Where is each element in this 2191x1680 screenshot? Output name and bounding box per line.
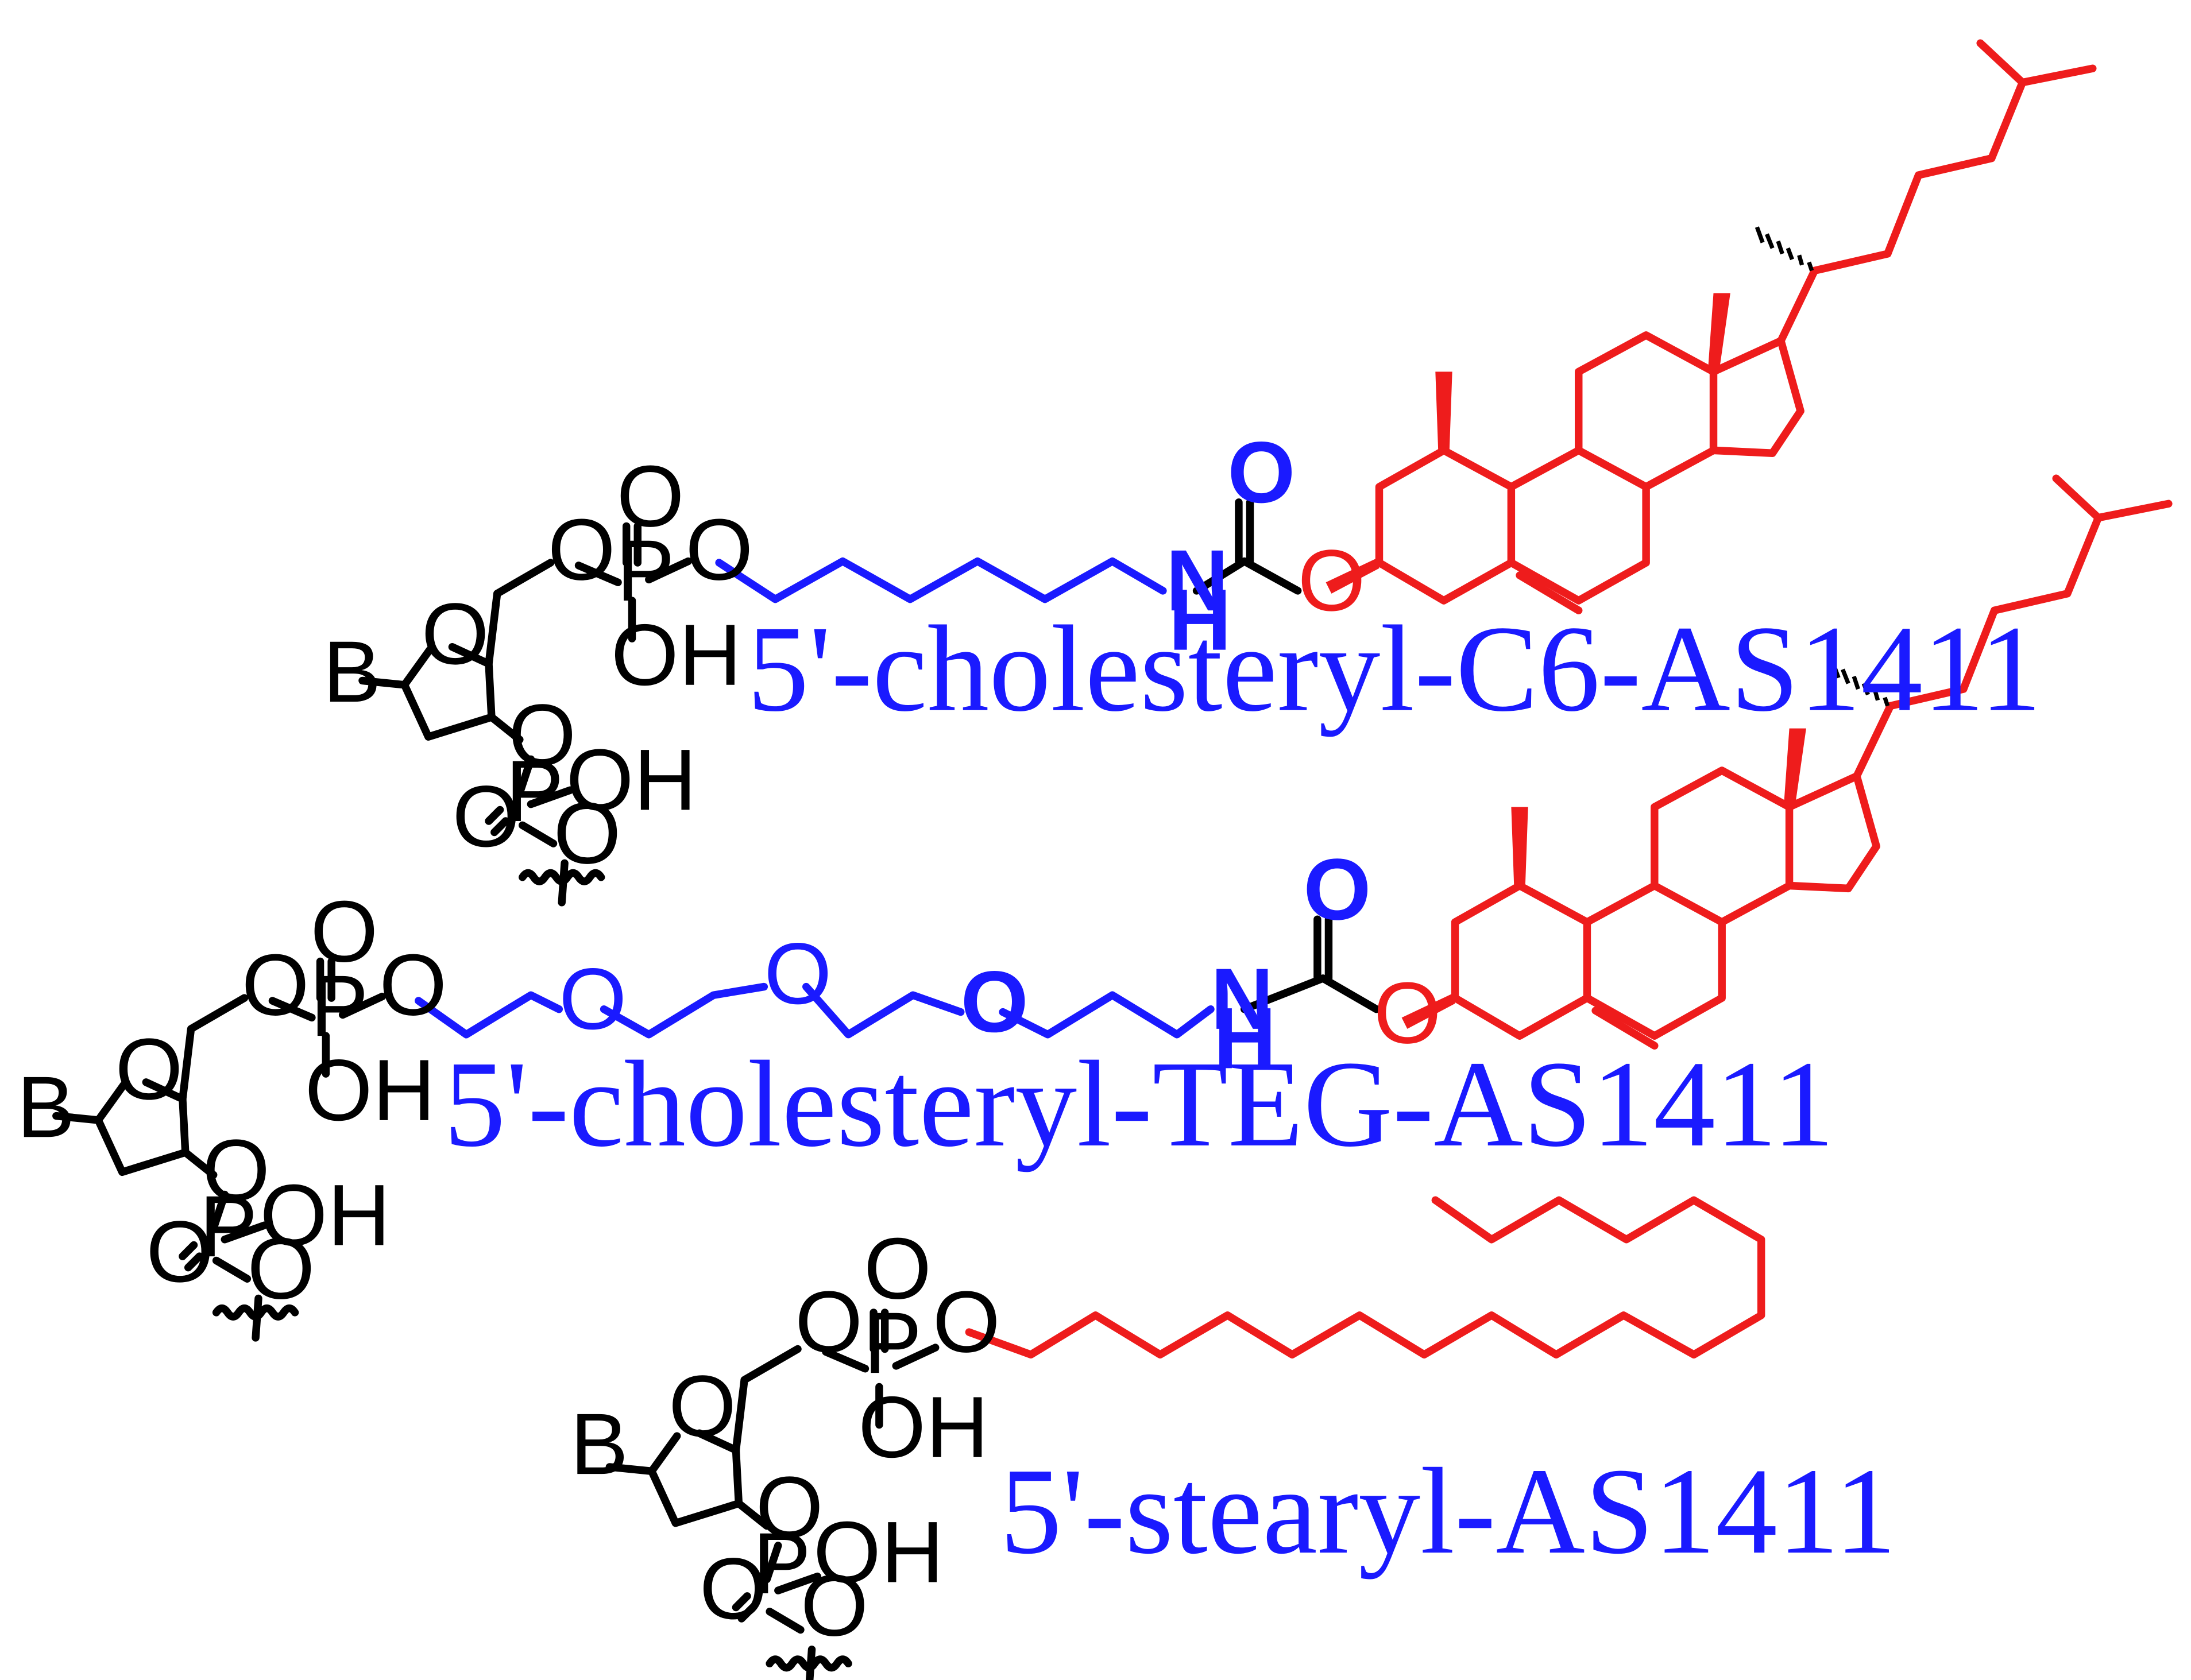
teg-linker (415, 915, 1381, 1039)
svg-text:O: O (961, 954, 1029, 1051)
svg-text:P: P (864, 1295, 922, 1392)
svg-text:O: O (247, 1220, 315, 1317)
svg-text:OH: OH (260, 1167, 390, 1264)
base-label: B (323, 624, 381, 721)
svg-text:O: O (1374, 965, 1442, 1062)
svg-text:N: N (1211, 951, 1274, 1048)
p-oxo-label: O (617, 448, 685, 545)
phosphorus-label: P (617, 522, 675, 620)
svg-text:P: P (310, 958, 368, 1055)
caption-stearyl: 5'-stearyl-AS1411 (1000, 1442, 1896, 1580)
svg-text:O: O (933, 1273, 1000, 1371)
svg-text:O: O (146, 1203, 214, 1300)
o3-label: O (508, 687, 576, 784)
phosphorus-3-label: P (505, 743, 563, 840)
svg-text:O: O (764, 926, 832, 1023)
carbamate-h-label: H (1169, 572, 1231, 669)
svg-text:O: O (310, 884, 378, 981)
svg-text:B: B (17, 1059, 75, 1156)
carbamate-oxo-label: O (1227, 424, 1295, 521)
c6-linker (715, 557, 1167, 603)
atom-labels: B O O P O O OH O P OH O O N H O O B O O … (17, 424, 1441, 1655)
svg-text:O: O (756, 1459, 824, 1556)
captions: 5'-cholesteryl-C6-AS1411 5'-cholesteryl-… (444, 600, 2042, 1580)
svg-text:OH: OH (813, 1504, 944, 1601)
caption-teg: 5'-cholesteryl-TEG-AS1411 (444, 1035, 1834, 1172)
carbamate-n-label: N (1166, 532, 1229, 629)
svg-text:O: O (700, 1540, 767, 1638)
compound-c6 (362, 43, 2093, 903)
cholesteryl-oxygen-label: O (1298, 532, 1366, 629)
svg-text:O: O (115, 1021, 183, 1118)
svg-text:B: B (570, 1396, 628, 1493)
svg-text:O: O (801, 1557, 868, 1654)
caption-c6: 5'-cholesteryl-C6-AS1411 (747, 600, 2042, 737)
svg-text:O: O (864, 1220, 932, 1317)
svg-text:O: O (559, 951, 627, 1048)
svg-text:O: O (1303, 841, 1371, 938)
svg-text:H: H (1214, 990, 1276, 1087)
svg-text:OH: OH (858, 1379, 988, 1476)
hydroxyl-3-label: OH (566, 731, 697, 829)
svg-text:O: O (379, 936, 447, 1033)
p3-oxo-label: O (452, 768, 520, 865)
svg-text:P: P (753, 1515, 811, 1612)
svg-text:O: O (795, 1273, 863, 1371)
ester-oxygen-label: O (685, 501, 753, 598)
svg-text:OH: OH (305, 1042, 435, 1139)
cholesterol-group (1326, 43, 2093, 610)
svg-text:O: O (668, 1358, 736, 1455)
svg-text:O: O (202, 1122, 270, 1219)
svg-text:P: P (199, 1178, 257, 1275)
hydroxyl-label: OH (611, 607, 741, 704)
o5-label: O (548, 501, 616, 598)
svg-text:O: O (242, 936, 310, 1033)
o-chain-label: O (554, 785, 621, 882)
ring-oxygen-label: O (422, 586, 489, 683)
